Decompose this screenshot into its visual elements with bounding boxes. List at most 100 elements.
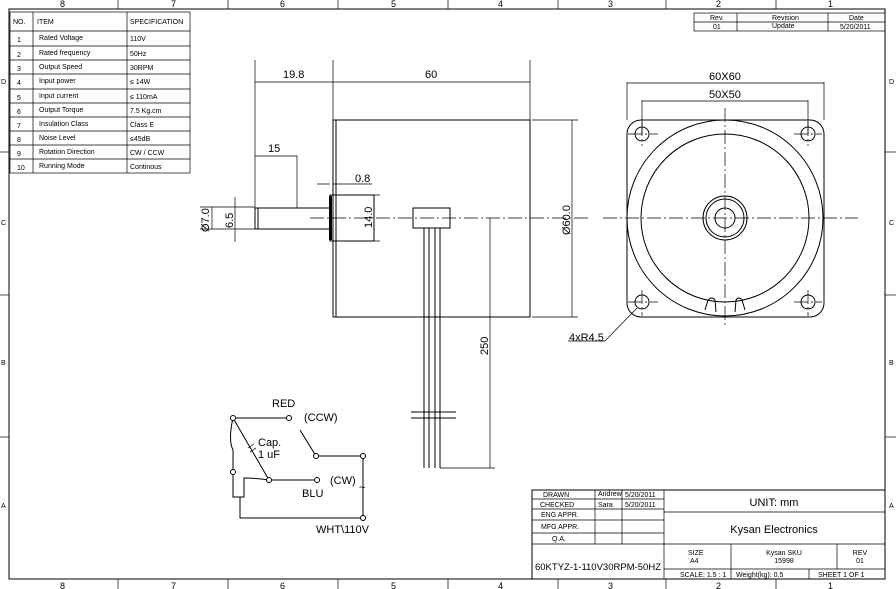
size-label: SIZE <box>688 550 704 557</box>
col-label: 2 <box>716 581 721 589</box>
revision-value: Update <box>772 23 795 30</box>
dim-shaft-dia: Ø7.0 <box>200 208 212 232</box>
dim-19.8: 19.8 <box>283 69 304 81</box>
cw-label: (CW) <box>330 475 356 487</box>
sku-label: Kysan SKU <box>766 550 802 557</box>
spec-row-no: 4 <box>17 80 21 87</box>
sheet-label: SHEET 1 OF 1 <box>818 572 865 579</box>
row-label: D <box>1 79 6 86</box>
col-label: 7 <box>171 0 176 9</box>
col-label: 3 <box>608 581 613 589</box>
col-label: 2 <box>716 0 721 9</box>
size-value: A4 <box>690 558 699 565</box>
qa-label: Q.A. <box>552 536 566 543</box>
dim-15: 15 <box>268 143 280 155</box>
checked-date: 5/20/2011 <box>625 502 656 509</box>
header-spec: SPECIFICATION <box>130 19 183 26</box>
spec-row-value: 7.5 Kg.cm <box>130 108 162 115</box>
spec-row-value: ≤ 14W <box>130 79 151 86</box>
wire-red-label: RED <box>272 398 295 410</box>
cap-label: Cap. <box>258 437 281 449</box>
row-label: A <box>889 503 894 510</box>
spec-row-value: ≤45dB <box>130 136 151 143</box>
revision-table: Rev. Revision Date 01 Update 5/20/2011 <box>693 12 886 32</box>
dim-60: 60 <box>425 69 437 81</box>
col-label: 3 <box>608 0 613 9</box>
row-label: B <box>1 360 6 367</box>
dim-hole-pitch: 50X50 <box>709 89 741 101</box>
revision-header: Revision <box>772 15 799 22</box>
wiring-diagram: RED (CCW) Cap. 1 uF (CW) BLU ~ WHT\110V <box>230 398 370 536</box>
scale-label: SCALE: 1.5 : 1 <box>680 572 726 579</box>
spec-row-value: CW / CCW <box>130 150 165 157</box>
col-label: 8 <box>60 0 65 9</box>
header-item: ITEM <box>37 19 54 26</box>
rev-value: 01 <box>713 24 721 31</box>
spec-row-no: 8 <box>17 137 21 144</box>
shaft <box>254 207 330 230</box>
spec-row-no: 7 <box>17 123 21 130</box>
spec-row-no: 1 <box>17 37 21 44</box>
row-label: C <box>1 220 6 227</box>
mfg-appr-label: MFG APPR. <box>541 524 579 531</box>
col-label: 7 <box>171 581 176 589</box>
spec-row-value: 50Hz <box>130 51 147 58</box>
spec-row-no: 9 <box>17 151 21 158</box>
checked-label: CHECKED <box>540 502 574 509</box>
spec-row-item: Output Torque <box>39 107 83 114</box>
row-label: C <box>889 220 894 227</box>
rev-header: Rev. <box>710 15 724 22</box>
spec-row-item: Output Speed <box>39 64 82 71</box>
title-block: DRAWN Andrew 5/20/2011 CHECKED Sara 5/20… <box>531 489 886 580</box>
spec-row-no: 6 <box>17 109 21 116</box>
spec-row-value: ≤ 110mA <box>130 94 158 101</box>
part-name: 60KTYZ-1-110V30RPM-50HZ <box>535 562 661 573</box>
lead-wires <box>423 228 441 468</box>
spec-row-value: 30RPM <box>130 65 154 72</box>
dim-body-dia: Ø60.0 <box>561 205 573 235</box>
sku-value: 15998 <box>774 558 794 565</box>
side-view: 19.8 60 15 0.8 Ø7.0 6.5 14.0 Ø60.0 250 <box>200 60 590 469</box>
row-label: B <box>889 360 894 367</box>
rev-value: 01 <box>856 558 864 565</box>
dim-250: 250 <box>479 337 491 355</box>
row-label: A <box>1 503 6 510</box>
spec-row-item: Input current <box>39 93 78 100</box>
col-label: 5 <box>391 0 396 9</box>
col-label: 6 <box>280 581 285 589</box>
eng-appr-label: ENG APPR. <box>541 512 579 519</box>
dim-6.5: 6.5 <box>224 213 236 228</box>
spec-row-item: Rated Voltage <box>39 35 83 42</box>
col-label: 4 <box>498 0 503 9</box>
front-view: 60X60 50X50 4xR4.5 <box>568 71 858 344</box>
drawn-by: Andrew <box>598 491 623 498</box>
dim-flange: 60X60 <box>709 71 741 83</box>
col-label: 5 <box>391 581 396 589</box>
spec-row-item: Noise Level <box>39 135 76 142</box>
dim-0.8: 0.8 <box>355 173 370 185</box>
dim-holes: 4xR4.5 <box>569 332 604 344</box>
spec-row-item: Rated frequency <box>39 50 91 57</box>
spec-row-no: 10 <box>17 165 25 172</box>
spec-row-value: Continous <box>130 164 162 171</box>
ccw-label: (CCW) <box>304 412 338 424</box>
checked-by: Sara <box>598 502 613 509</box>
drawn-label: DRAWN <box>543 492 569 499</box>
ac-symbol: ~ <box>359 482 365 494</box>
header-no: NO. <box>13 19 26 26</box>
spec-row-item: Rotation Direction <box>39 149 95 156</box>
spec-row-value: Class E <box>130 122 154 129</box>
col-label: 1 <box>828 581 833 589</box>
spec-row-no: 3 <box>17 66 21 73</box>
weight-label: Weight(kg): 0.5 <box>736 572 783 579</box>
unit-label: UNIT: mm <box>750 497 799 509</box>
rev-label: REV <box>853 550 868 557</box>
col-label: 6 <box>280 0 285 9</box>
spec-row-no: 5 <box>17 95 21 102</box>
date-value: 5/20/2011 <box>840 24 871 31</box>
spec-row-item: Running Mode <box>39 163 85 170</box>
